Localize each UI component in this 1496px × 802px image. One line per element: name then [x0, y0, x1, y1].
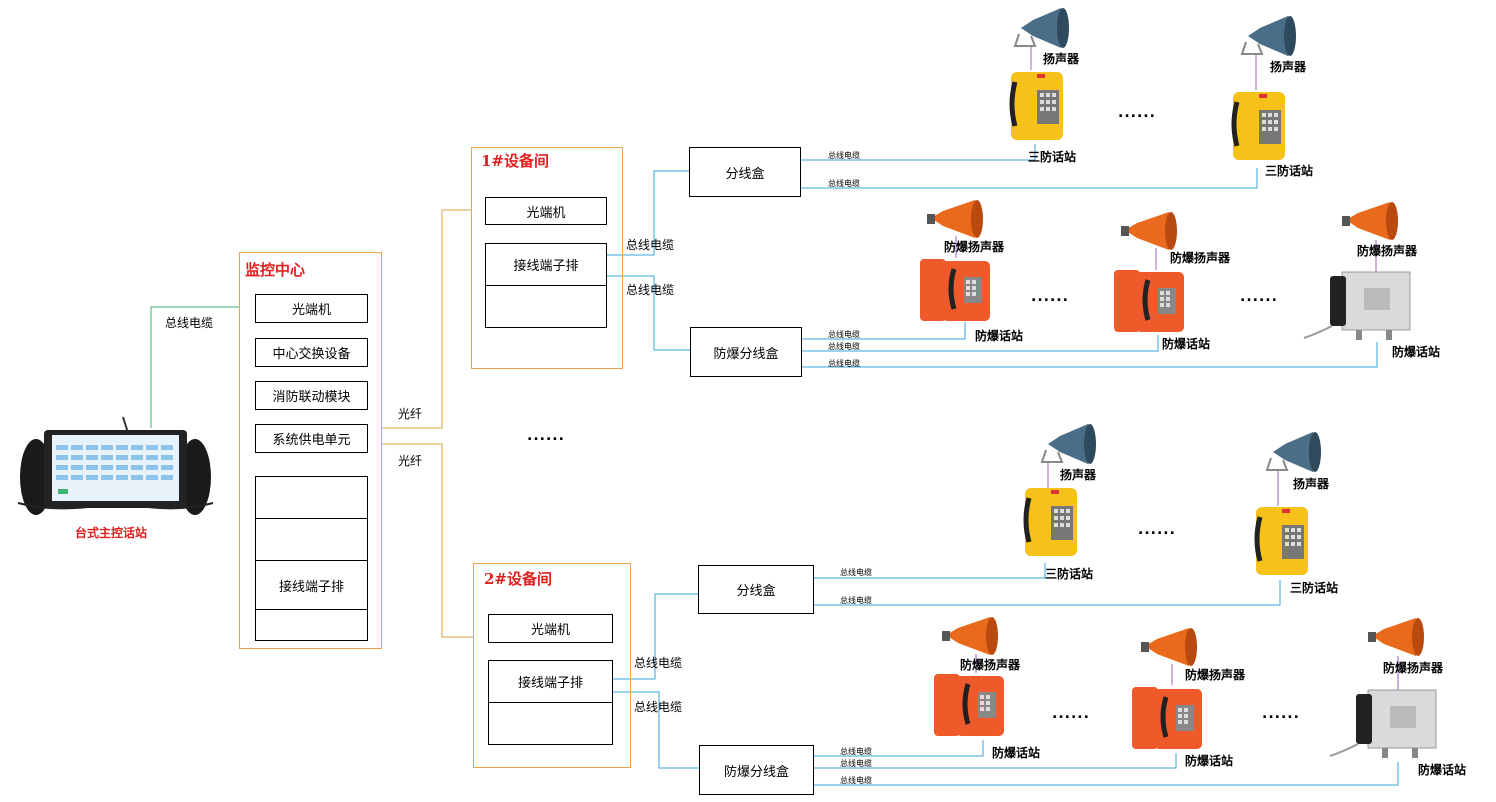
speaker-label: 扬声器	[1293, 477, 1330, 491]
room2-terminal-slot	[488, 702, 613, 745]
ellipsis: ......	[1240, 289, 1278, 305]
phone-label: 三防话站	[1028, 150, 1077, 164]
room1-title: 1#设备间	[481, 152, 550, 170]
ex-phone-steel-icon	[1303, 271, 1411, 340]
ellipsis: ......	[1031, 289, 1069, 305]
monitor-terminal-slot	[255, 476, 368, 519]
ex-speaker-label: 防爆扬声器	[1383, 661, 1444, 675]
bus-cable-label: 总线电缆	[840, 776, 872, 785]
ex-phone-label: 防爆话站	[1418, 763, 1467, 777]
ex-branch-box-1: 防爆分线盒	[690, 327, 802, 377]
room1-optical-box: 光端机	[485, 197, 607, 225]
ex-speaker-icon	[942, 617, 998, 655]
room2-terminal-box: 接线端子排	[488, 660, 613, 703]
monitor-optical-box: 光端机	[255, 294, 368, 323]
ex-speaker-label: 防爆扬声器	[960, 658, 1021, 672]
three-proof-phone-icon	[1009, 72, 1063, 140]
phone-label: 三防话站	[1265, 164, 1314, 178]
ex-phone-label: 防爆话站	[975, 329, 1024, 343]
fiber-label: 光纤	[398, 454, 423, 468]
ex-speaker-icon	[1141, 628, 1197, 666]
room1-terminal-slot	[485, 285, 607, 328]
monitor-center-title: 监控中心	[245, 261, 306, 279]
ex-phone-label: 防爆话站	[1162, 337, 1211, 351]
three-proof-phone-icon	[1023, 488, 1077, 556]
monitor-fire-module-box: 消防联动模块	[255, 381, 368, 410]
speaker-icon	[1240, 16, 1296, 56]
ex-speaker-icon	[1121, 212, 1177, 250]
ex-phone-icon	[1132, 687, 1202, 749]
ellipsis: ......	[1262, 706, 1300, 722]
bus-cable-label: 总线电缆	[828, 330, 860, 339]
ex-phone-icon	[920, 259, 990, 321]
ex-phone-steel-icon	[1329, 689, 1437, 758]
bus-cable-label: 总线电缆	[828, 151, 860, 160]
ex-branch-box-2: 防爆分线盒	[699, 745, 814, 795]
speaker-icon	[1040, 424, 1096, 464]
speaker-label: 扬声器	[1060, 468, 1097, 482]
room2-optical-box: 光端机	[488, 614, 613, 643]
ex-phone-label: 防爆话站	[992, 746, 1041, 760]
bus-cable-label: 总线电缆	[634, 700, 683, 714]
ex-speaker-label: 防爆扬声器	[1185, 668, 1246, 682]
ex-speaker-label: 防爆扬声器	[1357, 244, 1418, 258]
ellipsis: ......	[527, 428, 565, 444]
console-label: 台式主控话站	[75, 526, 148, 540]
monitor-power-box: 系统供电单元	[255, 424, 368, 453]
ex-phone-icon	[934, 674, 1004, 736]
bus-cable-label: 总线电缆	[840, 596, 872, 605]
desktop-console-icon	[17, 416, 214, 515]
ex-phone-label: 防爆话站	[1185, 754, 1234, 768]
bus-cable-label: 总线电缆	[626, 283, 675, 297]
bus-cable-label: 总线电缆	[840, 747, 872, 756]
phone-label: 三防话站	[1045, 567, 1094, 581]
speaker-icon	[1013, 8, 1069, 48]
ex-speaker-icon	[927, 200, 983, 238]
ex-phone-label: 防爆话站	[1392, 345, 1441, 359]
branch-box-1: 分线盒	[689, 147, 801, 197]
ex-speaker-icon	[1368, 618, 1424, 656]
bus-cable-label: 总线电缆	[840, 568, 872, 577]
ex-phone-icon	[1114, 270, 1184, 332]
speaker-label: 扬声器	[1270, 60, 1307, 74]
speaker-icon	[1265, 432, 1321, 472]
room1-frame	[471, 147, 623, 369]
monitor-switch-box: 中心交换设备	[255, 338, 368, 367]
room2-title: 2#设备间	[484, 570, 553, 588]
speaker-label: 扬声器	[1043, 52, 1080, 66]
monitor-terminal-slot	[255, 518, 368, 561]
room2-frame	[473, 563, 631, 768]
monitor-terminal-box: 接线端子排	[255, 560, 368, 610]
phone-label: 三防话站	[1290, 581, 1339, 595]
room1-terminal-box: 接线端子排	[485, 243, 607, 286]
ellipsis: ......	[1118, 105, 1156, 121]
ex-speaker-icon	[1342, 202, 1398, 240]
bus-cable-label: 总线电缆	[165, 316, 214, 330]
monitor-center-frame	[239, 252, 382, 649]
bus-cable-label: 总线电缆	[626, 238, 675, 252]
fiber-label: 光纤	[398, 407, 423, 421]
bus-cable-label: 总线电缆	[840, 759, 872, 768]
ellipsis: ......	[1138, 522, 1176, 538]
monitor-terminal-slot	[255, 609, 368, 641]
bus-cable-label: 总线电缆	[828, 179, 860, 188]
bus-cable-label: 总线电缆	[828, 359, 860, 368]
three-proof-phone-icon	[1231, 92, 1285, 160]
three-proof-phone-icon	[1254, 507, 1308, 575]
ellipsis: ......	[1052, 706, 1090, 722]
branch-box-2: 分线盒	[698, 565, 814, 614]
bus-cable-label: 总线电缆	[634, 656, 683, 670]
ex-speaker-label: 防爆扬声器	[1170, 251, 1231, 265]
bus-cable-label: 总线电缆	[828, 342, 860, 351]
ex-speaker-label: 防爆扬声器	[944, 240, 1005, 254]
